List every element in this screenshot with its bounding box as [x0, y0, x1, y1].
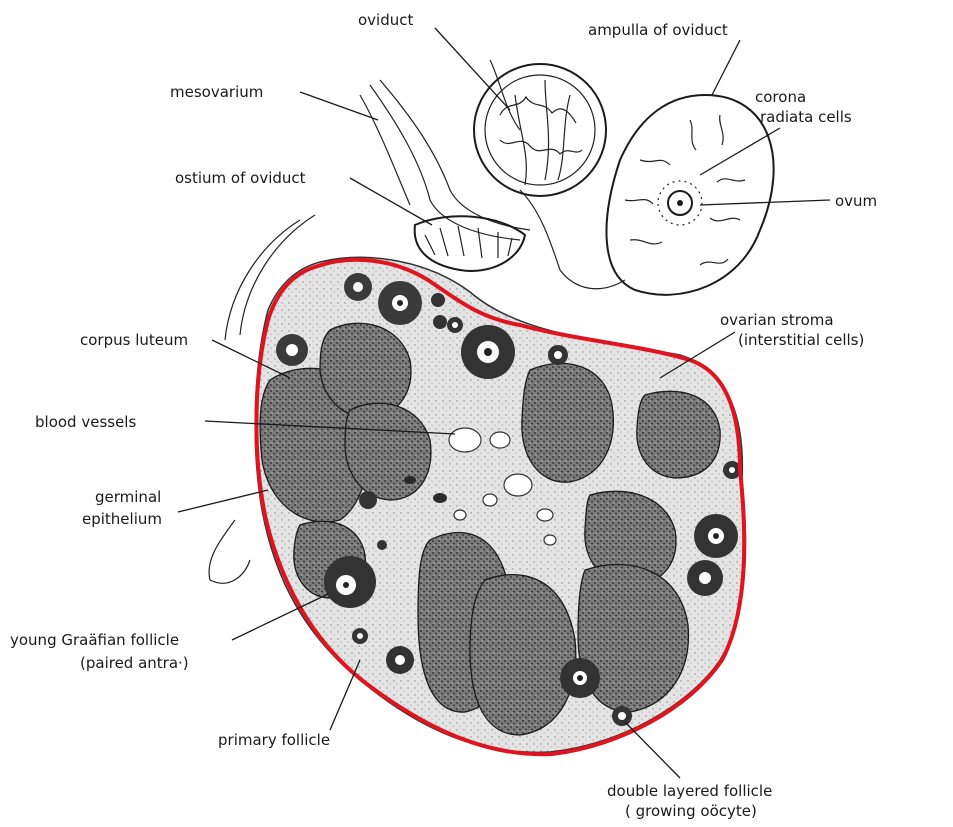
- label-ovarian-stroma-1: ovarian stroma: [720, 311, 834, 329]
- label-corpus-luteum: corpus luteum: [80, 331, 188, 349]
- label-graafian-1: young Graäfian follicle: [10, 631, 179, 649]
- label-double-layered-1: double layered follicle: [607, 782, 772, 800]
- label-mesovarium: mesovarium: [170, 83, 263, 101]
- label-germinal-2: epithelium: [82, 510, 162, 528]
- ampulla-section: [606, 95, 773, 295]
- label-double-layered-2: ( growing oöcyte): [625, 802, 757, 820]
- label-blood-vessels: blood vessels: [35, 413, 136, 431]
- label-germinal-1: germinal: [95, 488, 161, 506]
- label-primary-follicle: primary follicle: [218, 731, 330, 749]
- label-ampulla: ampulla of oviduct: [588, 21, 728, 39]
- label-corona-2: radiata cells: [760, 108, 852, 126]
- label-corona-1: corona: [755, 88, 806, 106]
- label-oviduct: oviduct: [358, 11, 413, 29]
- oviduct-section: [474, 64, 606, 196]
- label-ostium: ostium of oviduct: [175, 169, 306, 187]
- label-ovarian-stroma-2: (interstitial cells): [738, 331, 864, 349]
- label-graafian-2: (paired antra·): [80, 654, 189, 672]
- label-ovum: ovum: [835, 192, 877, 210]
